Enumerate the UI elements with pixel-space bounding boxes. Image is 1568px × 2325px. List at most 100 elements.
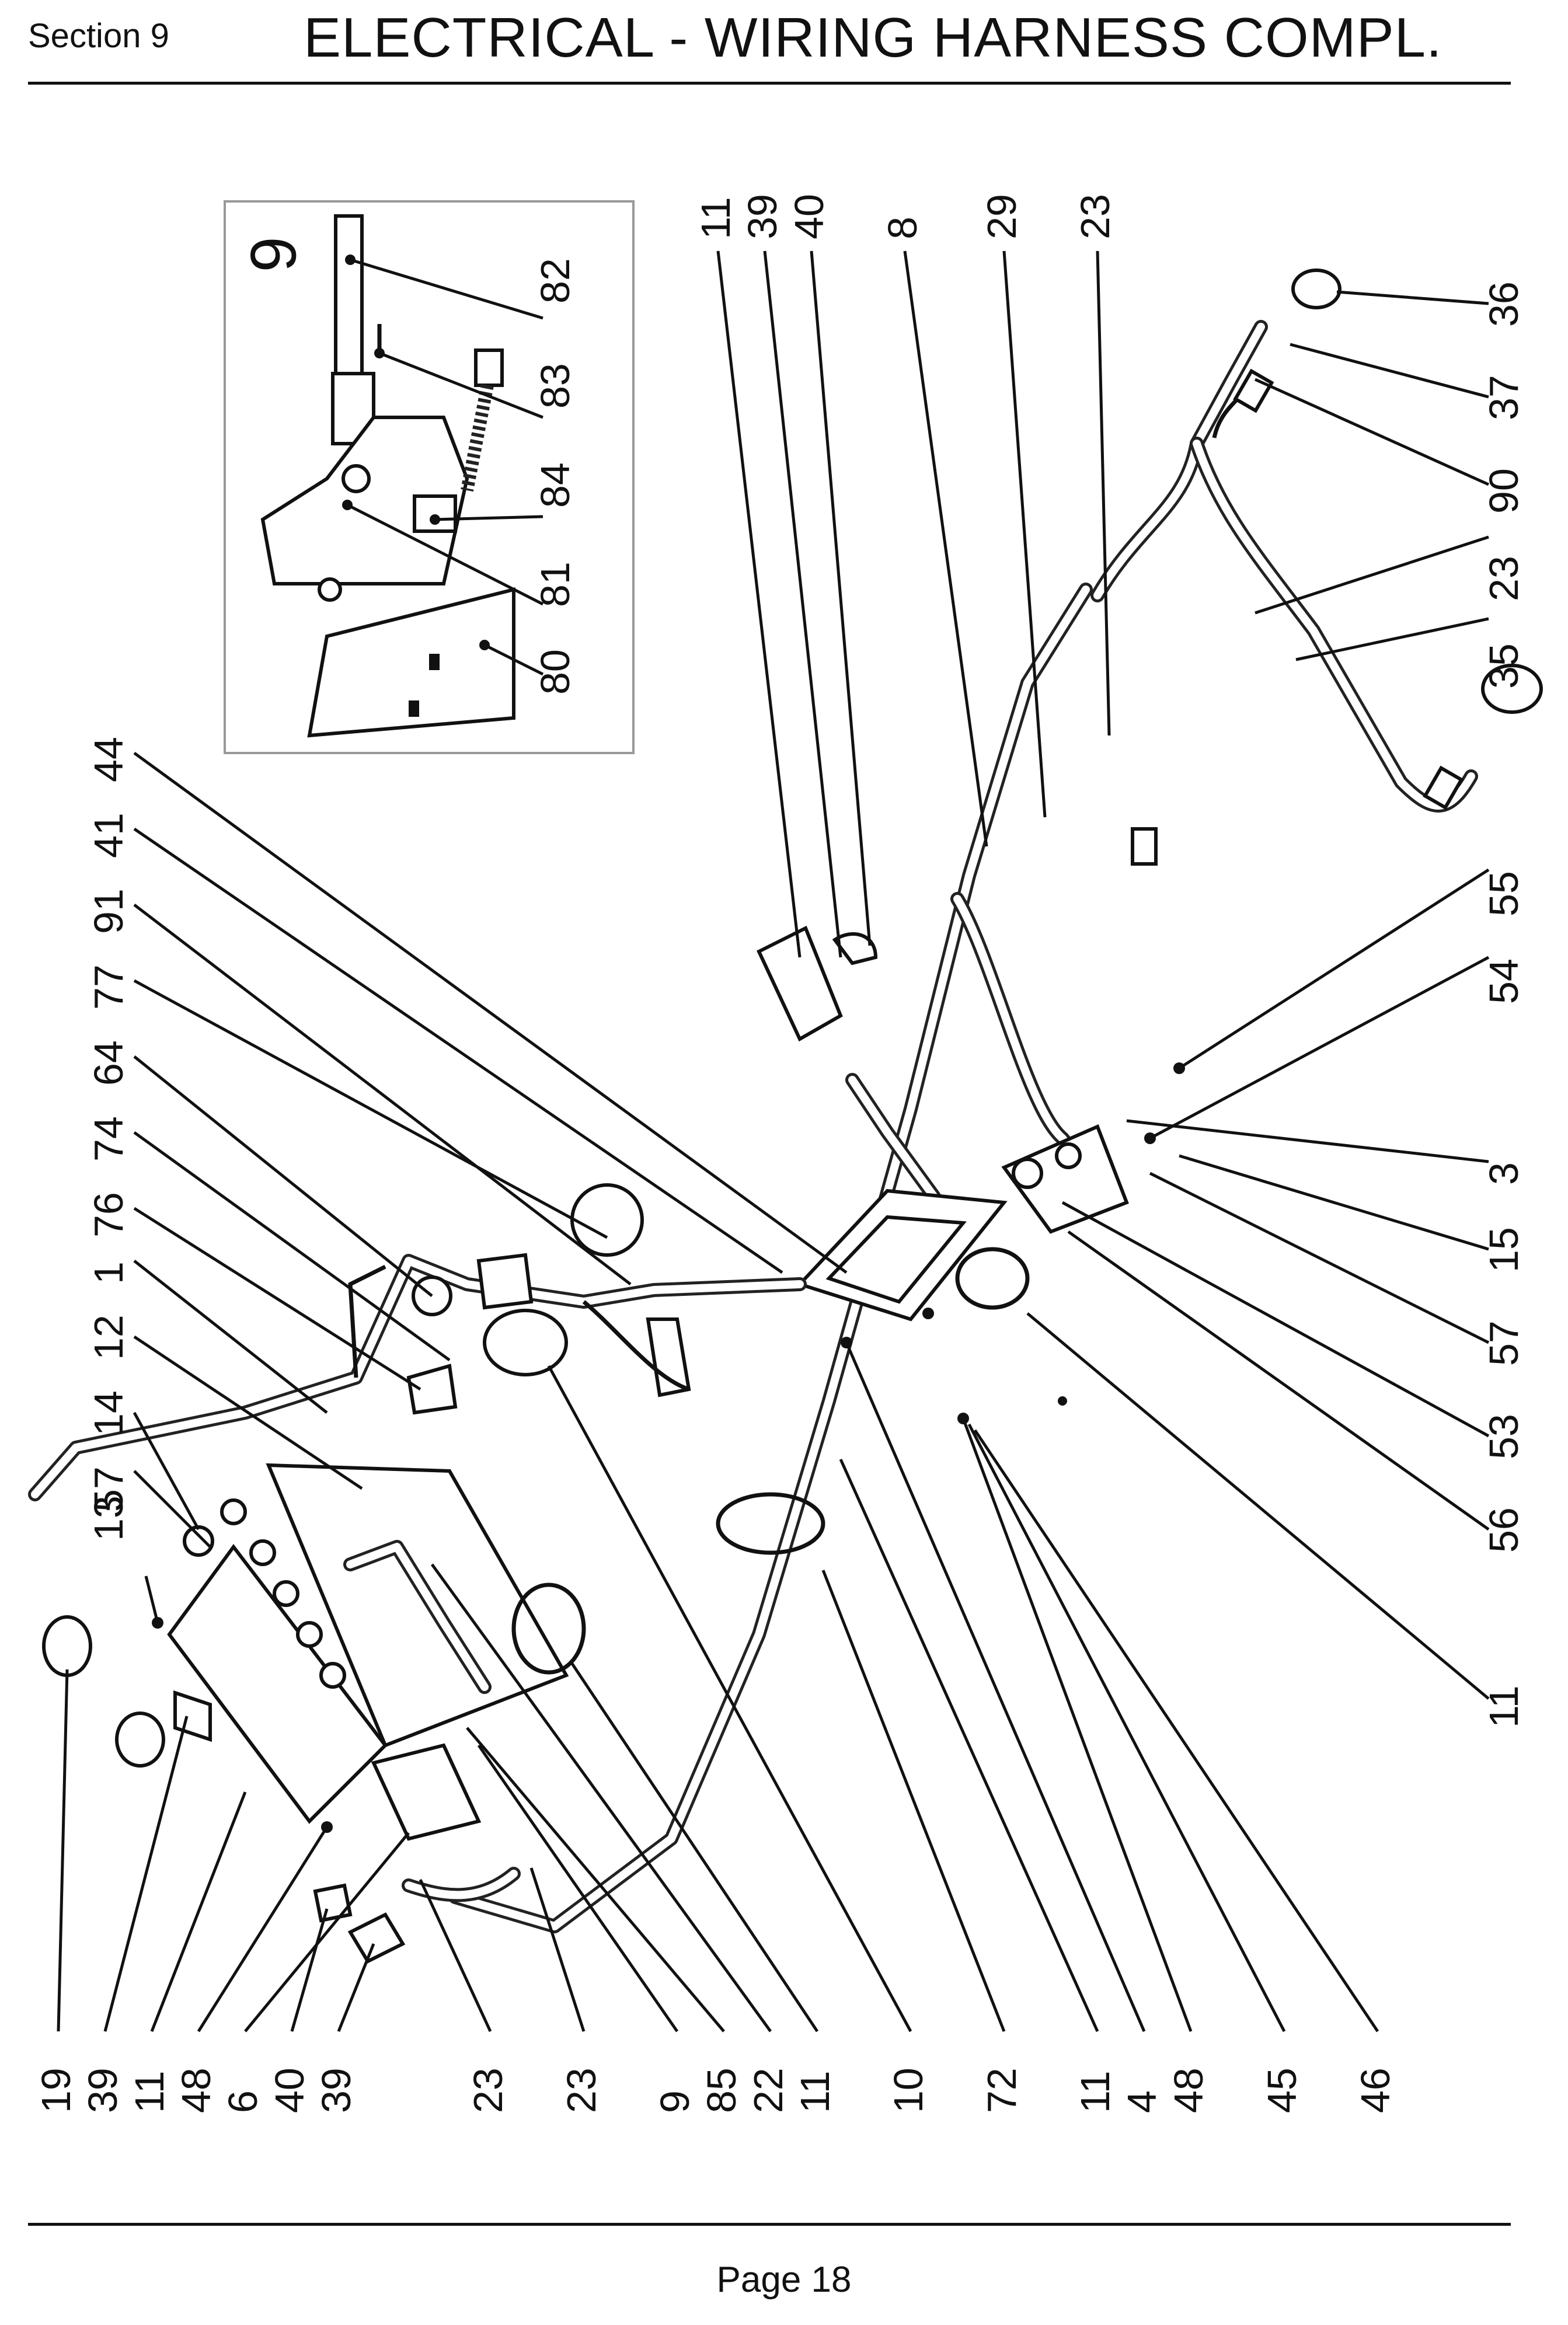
plug-29 bbox=[1131, 827, 1158, 866]
callout-left-64: 64 bbox=[86, 1040, 131, 1086]
callout-bottom-22: 22 bbox=[745, 2068, 791, 2113]
callout-bottom-11c: 11 bbox=[1072, 2070, 1118, 2113]
inset-slot bbox=[429, 654, 440, 670]
callout-bottom-9: 9 bbox=[652, 2090, 698, 2113]
harness-bottom-fill bbox=[405, 1870, 518, 1899]
cap-19b bbox=[115, 1711, 165, 1768]
callout-left-41: 41 bbox=[86, 813, 131, 858]
leader-right-55 bbox=[1178, 868, 1490, 1070]
leader-dot-82 bbox=[345, 255, 356, 265]
callout-bottom-39: 39 bbox=[80, 2068, 126, 2113]
leader-right-56 bbox=[1067, 1230, 1490, 1531]
callout-top-39: 39 bbox=[740, 194, 785, 239]
inset-label-81: 81 bbox=[532, 562, 578, 607]
callout-bottom-48b: 48 bbox=[1166, 2068, 1211, 2113]
leader-left-77 bbox=[133, 979, 608, 1239]
header-divider bbox=[28, 82, 1511, 85]
leader-80 bbox=[483, 643, 544, 676]
callout-top-29: 29 bbox=[979, 194, 1025, 239]
leader-83 bbox=[379, 351, 543, 419]
terminal-4 bbox=[296, 1621, 323, 1648]
leader-right-23 bbox=[1255, 535, 1489, 615]
section-label: Section 9 bbox=[28, 17, 169, 55]
callout-top-23: 23 bbox=[1072, 194, 1118, 239]
leader-bottom-85 bbox=[466, 1727, 725, 2033]
leader-left-13 bbox=[144, 1575, 159, 1623]
leader-right-90 bbox=[1254, 378, 1490, 486]
callout-right-55: 55 bbox=[1481, 871, 1527, 916]
leader-bottom-39b bbox=[337, 1943, 375, 2032]
inset-detail: 6 82 83 84 81 80 bbox=[224, 200, 635, 754]
leader-top-8 bbox=[903, 250, 988, 847]
leader-bottom-40 bbox=[290, 1908, 329, 2032]
switch-57 bbox=[1012, 1158, 1043, 1189]
callout-bottom-4: 4 bbox=[1119, 2090, 1165, 2113]
fuse-holder bbox=[646, 1317, 691, 1397]
leader-bottom-46 bbox=[973, 1429, 1379, 2033]
harness-to-control-fill bbox=[953, 895, 1113, 1201]
inset-label-84: 84 bbox=[532, 462, 578, 508]
callout-bottom-19: 19 bbox=[33, 2068, 79, 2113]
callout-left-44: 44 bbox=[86, 737, 131, 782]
leader-left-44 bbox=[133, 751, 848, 1274]
leader-right-35 bbox=[1295, 617, 1489, 661]
callout-right-35: 35 bbox=[1481, 643, 1527, 689]
leader-bottom-4 bbox=[845, 1342, 1146, 2032]
callout-right-53: 53 bbox=[1481, 1414, 1527, 1459]
cable-loop-72 bbox=[716, 1492, 825, 1555]
callout-right-54: 54 bbox=[1481, 958, 1527, 1004]
callout-left-57: 57 bbox=[86, 1466, 131, 1512]
leader-bottom-48 bbox=[197, 1826, 329, 2033]
callout-bottom-10: 10 bbox=[886, 2068, 931, 2113]
leader-81 bbox=[346, 503, 544, 606]
top-callouts: 11 39 40 8 29 23 bbox=[693, 194, 1118, 958]
inset-label-82: 82 bbox=[532, 258, 578, 304]
callout-right-3: 3 bbox=[1481, 1162, 1527, 1185]
callout-left-91: 91 bbox=[86, 888, 131, 934]
leader-bottom-23b bbox=[529, 1867, 586, 2032]
inset-screw bbox=[318, 577, 342, 602]
leader-top-23 bbox=[1096, 250, 1111, 736]
leader-right-15 bbox=[1179, 1154, 1489, 1251]
leader-bottom-6 bbox=[244, 1832, 410, 2033]
leader-bottom-19 bbox=[57, 1669, 69, 2032]
callout-right-23: 23 bbox=[1481, 556, 1527, 601]
battery-harness-fill bbox=[346, 1543, 489, 1691]
leader-right-3 bbox=[1126, 1119, 1489, 1163]
wire-loop-1 bbox=[582, 1300, 690, 1392]
leader-right-11 bbox=[1026, 1312, 1490, 1700]
leader-left-74 bbox=[133, 1131, 451, 1362]
harness-drawing bbox=[28, 269, 1543, 1964]
ignition-10 bbox=[483, 1309, 568, 1376]
bracket-6 bbox=[371, 1743, 482, 1841]
leader-bottom-9 bbox=[477, 1744, 679, 2033]
page-number: Page 18 bbox=[716, 2260, 852, 2300]
callout-bottom-48: 48 bbox=[173, 2068, 219, 2113]
screw-48 bbox=[922, 1308, 934, 1319]
callout-bottom-6: 6 bbox=[220, 2090, 266, 2113]
relay-11 bbox=[757, 925, 843, 1042]
harness-main-trunk-fill bbox=[451, 585, 1090, 1930]
leader-left-41 bbox=[133, 827, 783, 1274]
plug-74 bbox=[406, 1364, 458, 1415]
leader-dot-80 bbox=[479, 640, 490, 650]
callout-left-74: 74 bbox=[86, 1116, 131, 1162]
relay-39 bbox=[173, 1690, 212, 1742]
harness-lamp-cable bbox=[1190, 437, 1478, 813]
callout-right-37: 37 bbox=[1481, 375, 1527, 420]
battery-box-12 bbox=[266, 1463, 569, 1748]
leader-84 bbox=[434, 515, 543, 521]
bottom-callouts: 19 39 11 48 6 40 39 23 23 9 85 22 11 10 … bbox=[33, 1342, 1398, 2113]
terminal-5 bbox=[319, 1662, 346, 1689]
callout-right-15: 15 bbox=[1481, 1227, 1527, 1273]
leader-left-12 bbox=[133, 1335, 363, 1490]
leader-dot-84 bbox=[430, 514, 440, 525]
control-box-panel bbox=[825, 1215, 967, 1304]
leader-bottom-11 bbox=[150, 1791, 247, 2032]
callout-right-57: 57 bbox=[1481, 1320, 1527, 1366]
callout-left-76: 76 bbox=[86, 1192, 131, 1238]
callout-top-40: 40 bbox=[786, 194, 832, 239]
callout-bottom-45: 45 bbox=[1259, 2068, 1305, 2113]
leader-top-39 bbox=[763, 250, 842, 958]
inset-bracket-arm bbox=[334, 214, 364, 375]
